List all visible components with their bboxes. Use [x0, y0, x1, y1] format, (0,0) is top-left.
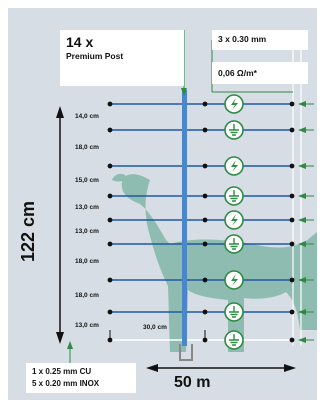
conductor-box: 1 x 0.25 mm CU 5 x 0.20 mm INOX: [26, 363, 136, 393]
post-foot: [179, 344, 193, 361]
wire-spacing-label: 14,0 cm: [75, 113, 99, 120]
live-voltage-icon: [224, 94, 244, 114]
wire-insulator-dot: [289, 193, 295, 199]
height-label: 122 cm: [18, 200, 38, 262]
wire-insulator-dot: [202, 127, 208, 133]
live-voltage-icon: [224, 210, 244, 230]
main-post: [182, 90, 187, 346]
post-leader-arrow: [181, 88, 187, 96]
wire-spacing-label: 13,0 cm: [75, 204, 99, 211]
height-arrow-top: [56, 106, 64, 118]
wire-insulator-dot: [289, 309, 295, 315]
live-voltage-icon: [224, 270, 244, 290]
wire-spec: 3 x 0.30 mm: [218, 34, 267, 44]
height-arrow-bottom: [56, 332, 64, 344]
earth-ground-icon: [224, 120, 244, 140]
wire-resistance: 0,06 Ω/m*: [218, 68, 257, 78]
wire-insulator-dot: [289, 277, 295, 283]
wire-insulator-dot: [107, 277, 113, 283]
wire-insulator-dot: [202, 241, 208, 247]
post-name: Premium Post: [66, 51, 124, 61]
wire-spacing-label: 18,0 cm: [75, 258, 99, 265]
earth-ground-icon: [224, 302, 244, 322]
wire-insulator-dot: [107, 217, 113, 223]
wire-insulator-dot: [202, 193, 208, 199]
wire-insulator-dot: [289, 217, 295, 223]
wire-spacing-label: 18,0 cm: [75, 292, 99, 299]
wire-insulator-dot: [107, 241, 113, 247]
post-label-box: 14 x Premium Post: [60, 30, 184, 86]
wire-insulator-dot: [202, 163, 208, 169]
length-arrow-right: [284, 364, 296, 372]
wire-insulator-dot: [202, 101, 208, 107]
wire-insulator-dot: [107, 309, 113, 315]
earth-ground-icon: [224, 330, 244, 350]
wire-spacing-label: 18,0 cm: [75, 144, 99, 151]
wire-spacing-label: 15,0 cm: [75, 177, 99, 184]
wire-insulator-dot: [202, 217, 208, 223]
length-label: 50 m: [174, 374, 211, 391]
conductor-line-1: 1 x 0.25 mm CU: [32, 367, 92, 376]
wire-insulator-dot: [289, 163, 295, 169]
wire-insulator-dot: [202, 277, 208, 283]
resistance-box: 0,06 Ω/m*: [212, 62, 308, 84]
wire-insulator-dot: [289, 241, 295, 247]
wire-spec-box: 3 x 0.30 mm: [212, 30, 308, 50]
wire-spacing-label: 13,0 cm: [75, 322, 99, 329]
wire-insulator-dot: [289, 127, 295, 133]
wire-insulator-dot: [107, 127, 113, 133]
wire-insulator-dot: [107, 101, 113, 107]
earth-ground-icon: [224, 186, 244, 206]
wire-insulator-dot: [289, 337, 295, 343]
length-arrow-left: [146, 364, 158, 372]
sheep-silhouette: [112, 173, 317, 352]
wire-insulator-dot: [202, 309, 208, 315]
wire-insulator-dot: [289, 101, 295, 107]
wire-layer: [107, 94, 314, 350]
wire-insulator-dot: [107, 163, 113, 169]
earth-ground-icon: [224, 234, 244, 254]
wire-insulator-dot: [107, 193, 113, 199]
conductor-line-2: 5 x 0.20 mm INOX: [32, 379, 100, 388]
post-count: 14 x: [66, 34, 94, 50]
live-voltage-icon: [224, 156, 244, 176]
wire-spacing-label: 13,0 cm: [75, 228, 99, 235]
conductor-leader-arrow: [67, 341, 73, 349]
post-gap-label: 30,0 cm: [143, 324, 167, 331]
